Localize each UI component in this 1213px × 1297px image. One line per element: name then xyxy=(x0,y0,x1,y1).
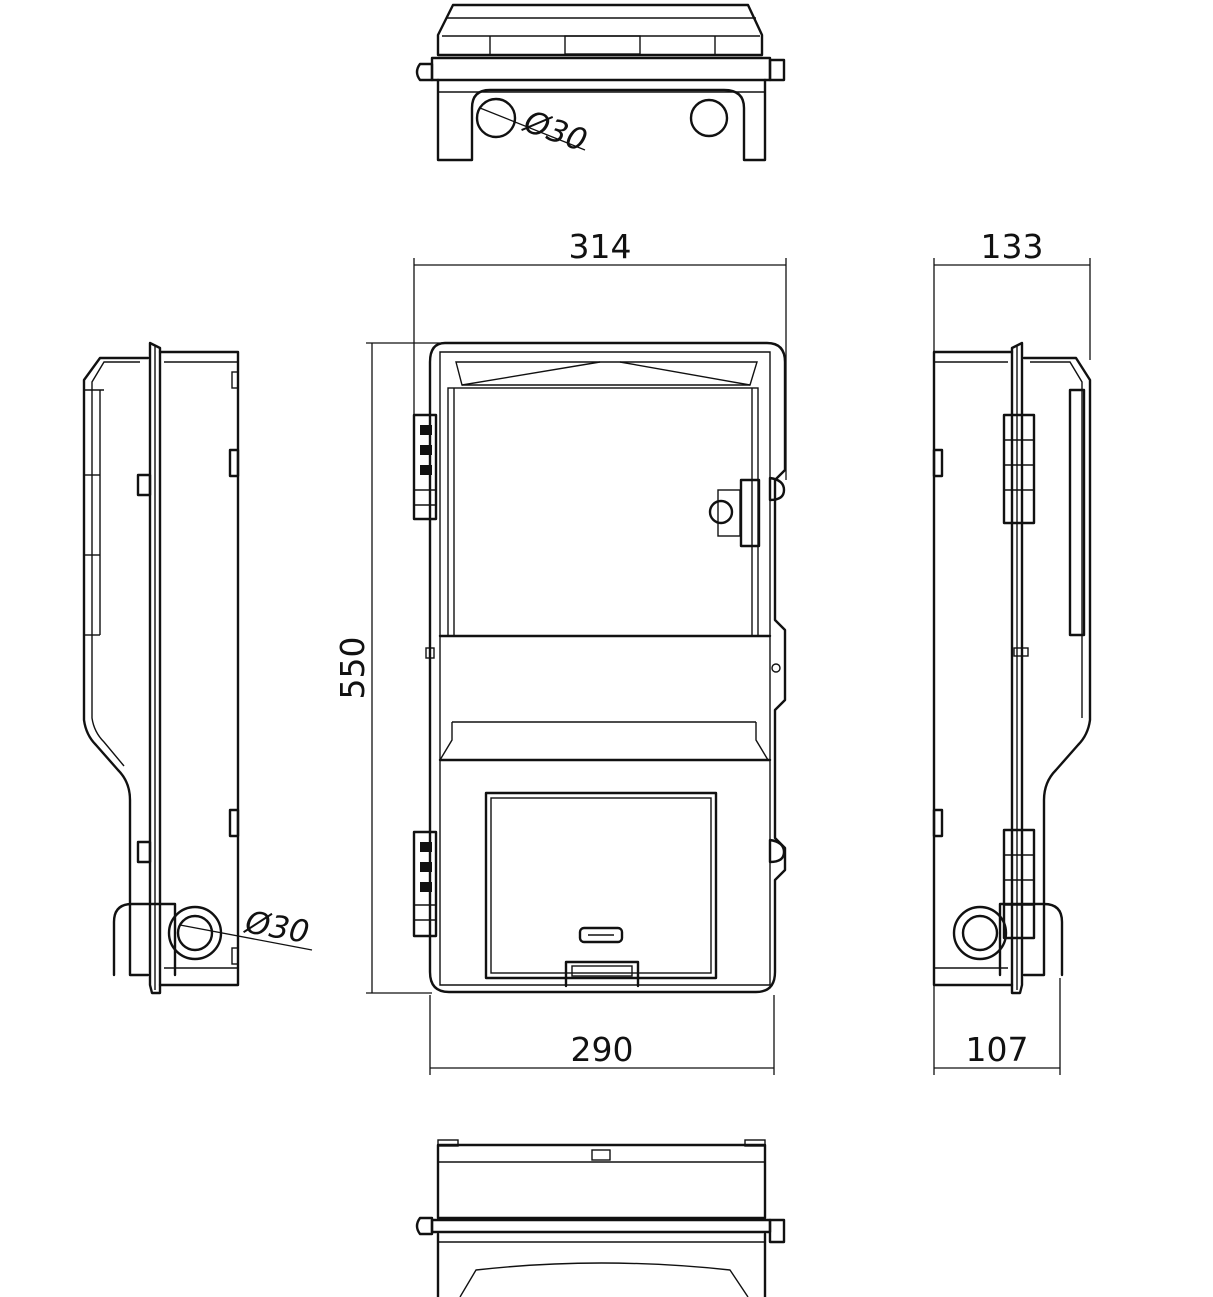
dimension-depth-top-label: 133 xyxy=(981,227,1044,266)
left-side-view: Ø30 xyxy=(82,341,313,995)
dimension-height-label: 550 xyxy=(333,637,372,700)
dimension-width-top-label: 314 xyxy=(569,227,632,266)
top-view-hole-label: Ø30 xyxy=(517,103,591,159)
dimension-depth-bottom-label: 107 xyxy=(966,1030,1029,1069)
top-view: Ø30 xyxy=(415,3,786,162)
dimension-width-bottom-label: 290 xyxy=(571,1030,634,1069)
bottom-view xyxy=(415,1139,786,1297)
top-view-hole xyxy=(475,97,517,139)
dimension-width-bottom: 290 xyxy=(429,995,775,1075)
dimension-depth-bottom: 107 xyxy=(933,978,1061,1075)
dimension-width-top: 314 xyxy=(413,227,787,480)
front-window xyxy=(484,791,718,980)
right-side-view xyxy=(932,341,1092,995)
left-view-hole-label: Ø30 xyxy=(241,904,312,951)
front-view xyxy=(412,341,787,994)
dimension-height: 550 xyxy=(333,342,440,994)
dimension-depth-top: 133 xyxy=(933,227,1091,360)
